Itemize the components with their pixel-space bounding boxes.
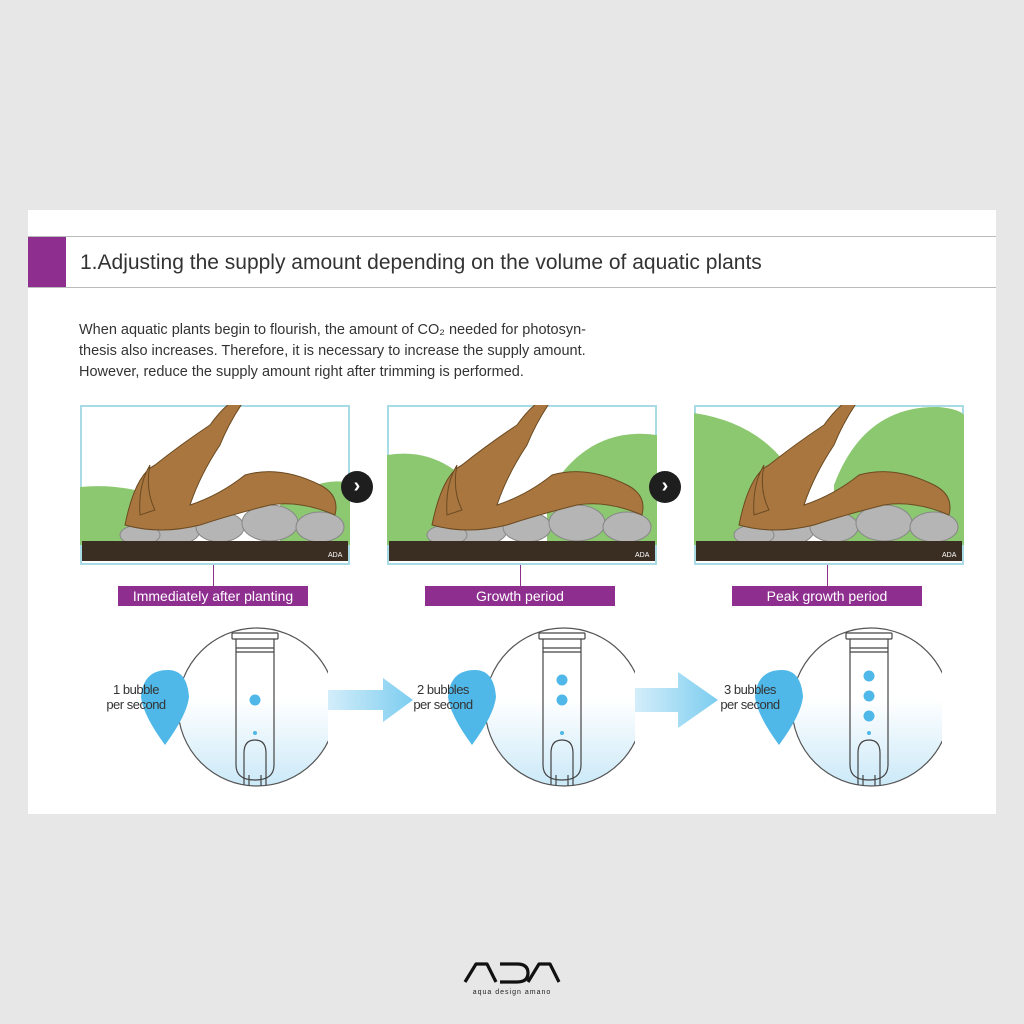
- driftwood: [431, 394, 644, 531]
- accent-bar: [28, 237, 66, 287]
- bubble: [556, 674, 568, 686]
- bubble-small: [560, 731, 564, 735]
- intro-line: However, reduce the supply amount right …: [79, 364, 524, 380]
- bubble-counter-glass: [845, 632, 893, 786]
- intro-line: thesis also increases. Therefore, it is …: [79, 343, 586, 359]
- label-connector: [213, 565, 214, 586]
- intro-text: When aquatic plants begin to flourish, t…: [79, 320, 719, 383]
- bubble: [863, 710, 875, 722]
- driftwood: [124, 394, 337, 531]
- flow-arrow-icon: [616, 672, 718, 728]
- rate-line: 3 bubbles: [724, 682, 776, 697]
- rate-line: per second: [413, 697, 473, 712]
- substrate: [389, 541, 655, 561]
- label-connector: [827, 565, 828, 586]
- bubble-counter-glass: [538, 632, 586, 786]
- content-card: 1.Adjusting the supply amount depending …: [28, 210, 996, 814]
- bubble: [863, 670, 875, 682]
- next-arrow-icon: ›: [649, 471, 681, 503]
- ada-mark: ADA: [635, 552, 650, 559]
- ada-logo-mark: [463, 962, 561, 984]
- tank-illustration-growth: ADA: [387, 394, 657, 565]
- drop-icon: [755, 670, 803, 745]
- next-arrow-icon: ›: [341, 471, 373, 503]
- rate-line: 1 bubble: [113, 682, 159, 697]
- drop-icon: [448, 670, 496, 745]
- bubble-counter-glass: [231, 632, 279, 786]
- stage-label: Peak growth period: [732, 586, 922, 606]
- bubble: [249, 694, 261, 706]
- driftwood: [738, 394, 951, 531]
- substrate: [696, 541, 962, 561]
- bubble: [556, 694, 568, 706]
- substrate: [82, 541, 348, 561]
- bubble-small: [253, 731, 257, 735]
- stage-label: Growth period: [425, 586, 615, 606]
- intro-line: When aquatic plants begin to flourish, t…: [79, 322, 586, 338]
- ada-mark: ADA: [942, 552, 957, 559]
- stage-label: Immediately after planting: [118, 586, 308, 606]
- tank-illustration-planting: ADA: [80, 394, 350, 565]
- rate-line: per second: [720, 697, 780, 712]
- flow-arrow-icon: [308, 678, 413, 722]
- label-connector: [520, 565, 521, 586]
- section-title: 1.Adjusting the supply amount depending …: [80, 251, 762, 274]
- section-header: 1.Adjusting the supply amount depending …: [28, 236, 996, 288]
- flow-arrows: [308, 672, 718, 728]
- ada-logo: aqua design amano: [462, 960, 562, 996]
- drop-icon: [141, 670, 189, 745]
- rate-line: 2 bubbles: [417, 682, 469, 697]
- bubble: [863, 690, 875, 702]
- logo-tagline: aqua design amano: [472, 989, 552, 996]
- ada-mark: ADA: [328, 552, 343, 559]
- bubble-small: [867, 731, 871, 735]
- tank-illustration-peak: ADA: [694, 394, 964, 565]
- rate-line: per second: [106, 697, 166, 712]
